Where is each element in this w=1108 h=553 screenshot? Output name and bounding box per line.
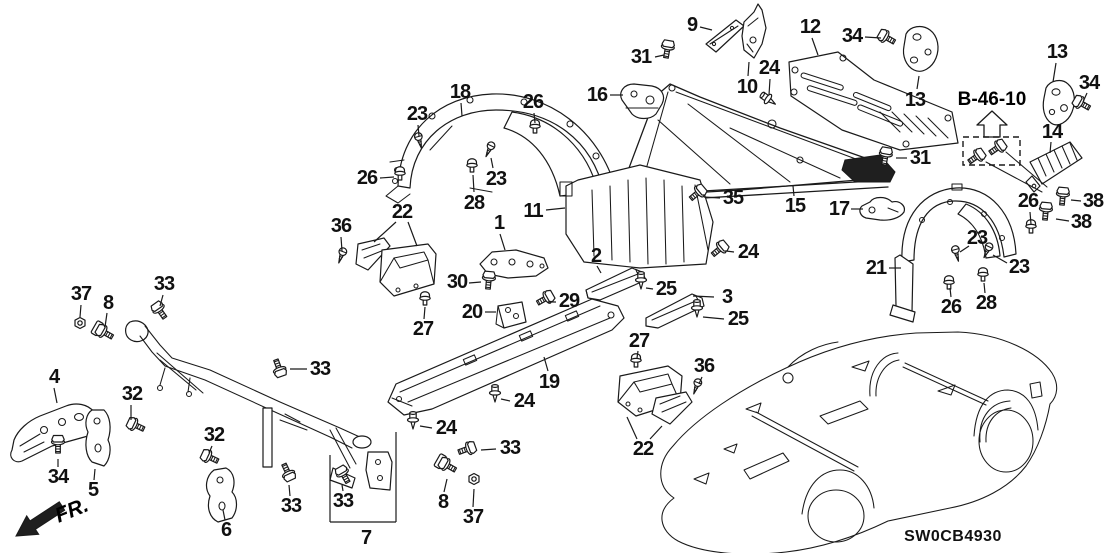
part-5-bracket-shape (85, 409, 111, 467)
part-22-insulator-upper-shape (355, 237, 437, 297)
part-22-insulator-lower-shape (617, 365, 693, 425)
part-2-rail-shape (585, 267, 647, 301)
b4610-reference-graphic (962, 110, 1048, 193)
part-13-plate-left-shape (902, 25, 939, 72)
part-14-bracket-shape (1025, 141, 1083, 193)
leader-lines (53, 26, 1088, 523)
car-outline (660, 331, 1058, 553)
part-3-rail-shape (645, 293, 705, 329)
diagram-code: SW0CB4930 (904, 528, 1002, 545)
part-10-bracket-shape (741, 3, 767, 59)
reference-label-b4610: B-46-10 (957, 89, 1027, 110)
part-13-plate-right-shape (1042, 79, 1075, 126)
part-4-arm-shape (10, 403, 98, 463)
part-16-bracket-shape (620, 83, 665, 120)
part-9-bracket-shape (705, 19, 745, 53)
fasteners (50, 27, 1094, 487)
part-19-floor-plate-shape (387, 298, 625, 416)
part-12-heat-shield-shape (788, 51, 959, 151)
part-11-panel-shape (559, 164, 714, 269)
car-interior-parts (693, 352, 1043, 485)
part-6-bracket-shape (205, 467, 238, 523)
part-7-frame-member-shape (125, 320, 393, 491)
fr-arrow (15, 501, 66, 537)
part-20-bracket-shape (495, 301, 527, 329)
part-17-bracket-shape (859, 196, 905, 221)
